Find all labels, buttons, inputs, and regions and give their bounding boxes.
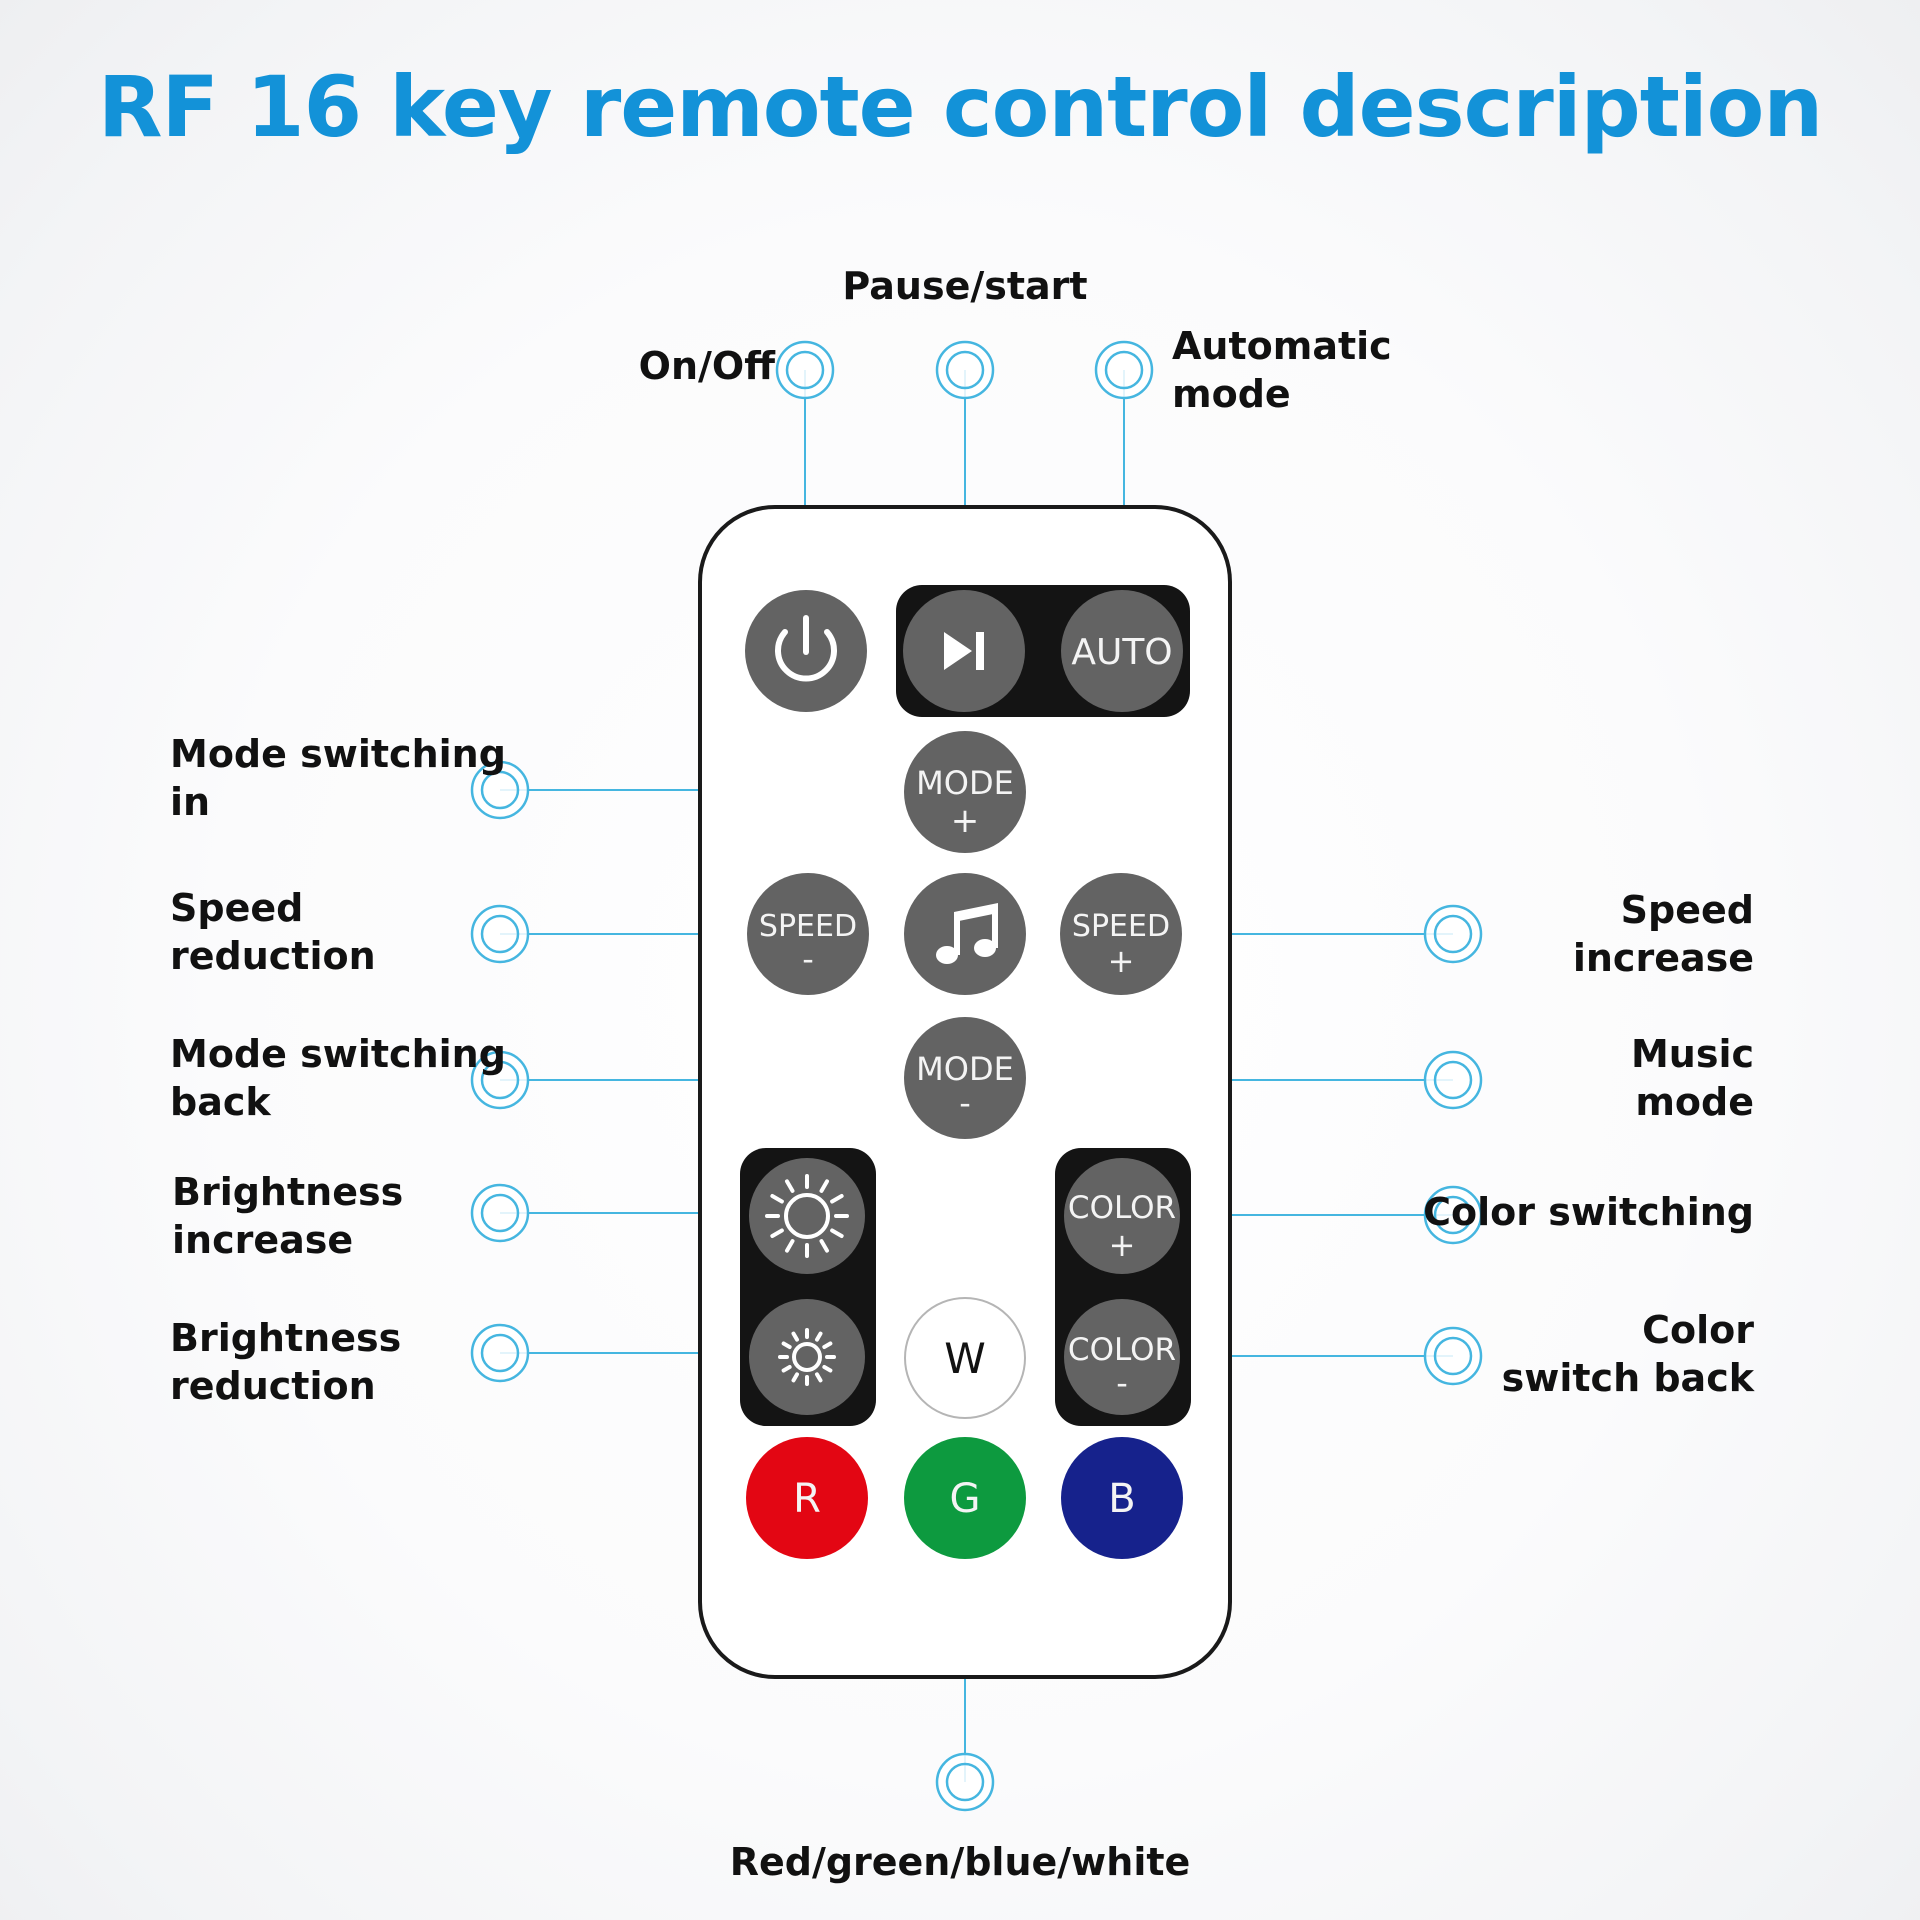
target-marker-icon	[470, 1050, 530, 1110]
target-marker-icon	[935, 340, 995, 400]
sun-ray	[785, 1179, 795, 1193]
power-button[interactable]	[745, 590, 867, 712]
sun-ray	[830, 1194, 844, 1204]
sun-ray	[781, 1341, 792, 1349]
label-brightness-increase: Brightness increase	[172, 1170, 404, 1262]
label-pause-start: Pause/start	[842, 264, 1088, 308]
target-marker-icon	[1094, 340, 1154, 400]
mode-minus-label: MODE	[916, 1050, 1014, 1088]
label-color-switching: Color switching	[1423, 1190, 1754, 1234]
sun-ray	[819, 1239, 829, 1253]
page-title: RF 16 key remote control description	[97, 58, 1823, 156]
sun-ray	[815, 1372, 823, 1383]
speed-plus-button[interactable]: SPEED +	[1060, 873, 1182, 995]
label-mode-switching-in: Mode switching in	[170, 732, 506, 824]
speed-plus-label: SPEED	[1072, 909, 1170, 944]
color-minus-button[interactable]: COLOR -	[1064, 1299, 1180, 1415]
label-color-switch-back: Color switch back	[1501, 1308, 1754, 1400]
target-marker-icon	[1423, 1185, 1483, 1245]
blue-button[interactable]: B	[1061, 1437, 1183, 1559]
speed-minus-button[interactable]: SPEED -	[747, 873, 869, 995]
color-minus-sign: -	[1116, 1364, 1128, 1402]
sun-small-icon	[778, 1328, 836, 1386]
red-button-label: R	[793, 1476, 821, 1522]
play-pause-button[interactable]	[903, 590, 1025, 712]
color-minus-label: COLOR	[1068, 1332, 1176, 1368]
label-automatic-mode: Automatic mode	[1172, 324, 1392, 416]
green-button-label: G	[950, 1476, 981, 1522]
label-rgbw: Red/green/blue/white	[729, 1840, 1191, 1884]
speed-plus-sign: +	[1108, 942, 1135, 980]
brightness-minus-button[interactable]	[749, 1299, 865, 1415]
target-marker-icon	[470, 1183, 530, 1243]
target-markers	[470, 340, 1483, 1812]
sun-ray	[770, 1194, 784, 1204]
target-marker-icon	[1423, 904, 1483, 964]
mode-plus-label: MODE	[916, 764, 1014, 802]
sun-ray	[770, 1228, 784, 1238]
sun-ray	[830, 1228, 844, 1238]
target-marker-icon	[1423, 1326, 1483, 1386]
target-marker-icon	[470, 904, 530, 964]
mode-minus-sign: -	[959, 1084, 971, 1122]
power-icon	[775, 615, 837, 682]
auto-button[interactable]: AUTO	[1061, 590, 1183, 712]
target-marker-icon	[935, 1752, 995, 1812]
target-marker-icon	[775, 340, 835, 400]
sun-ray	[785, 1239, 795, 1253]
sun-ray	[822, 1365, 833, 1373]
brightness-plus-button[interactable]	[749, 1158, 865, 1274]
blue-button-label: B	[1108, 1476, 1135, 1522]
sun-ray	[781, 1365, 792, 1373]
sun-ray	[815, 1331, 823, 1342]
color-plus-sign: +	[1109, 1226, 1136, 1264]
color-plus-label: COLOR	[1068, 1190, 1176, 1226]
sun-ray	[791, 1372, 799, 1383]
label-mode-switching-back: Mode switching back	[170, 1032, 506, 1124]
white-button-label: W	[944, 1334, 986, 1383]
color-plus-button[interactable]: COLOR +	[1064, 1158, 1180, 1274]
label-speed-reduction: Speed reduction	[170, 886, 376, 978]
play-pause-icon	[944, 632, 984, 670]
auto-button-label: AUTO	[1071, 632, 1172, 673]
label-speed-increase: Speed increase	[1572, 888, 1754, 980]
target-marker-icon	[470, 760, 530, 820]
sun-ray	[791, 1331, 799, 1342]
target-marker-icon	[1423, 1050, 1483, 1110]
speed-minus-sign: -	[802, 940, 814, 978]
label-on-off: On/Off	[638, 344, 775, 388]
sun-ray	[819, 1179, 829, 1193]
red-button[interactable]: R	[746, 1437, 868, 1559]
speed-minus-label: SPEED	[759, 909, 857, 944]
mode-plus-sign: +	[951, 801, 980, 841]
label-music-mode: Music mode	[1630, 1032, 1754, 1124]
white-button[interactable]: W	[904, 1297, 1026, 1419]
green-button[interactable]: G	[904, 1437, 1026, 1559]
target-marker-icon	[470, 1323, 530, 1383]
sun-ray	[822, 1341, 833, 1349]
sun-large-icon	[765, 1174, 849, 1258]
music-note-icon	[936, 903, 998, 964]
mode-plus-button[interactable]: MODE +	[904, 731, 1026, 853]
mode-minus-button[interactable]: MODE -	[904, 1017, 1026, 1139]
music-button[interactable]	[904, 873, 1026, 995]
label-brightness-reduction: Brightness reduction	[170, 1316, 402, 1408]
